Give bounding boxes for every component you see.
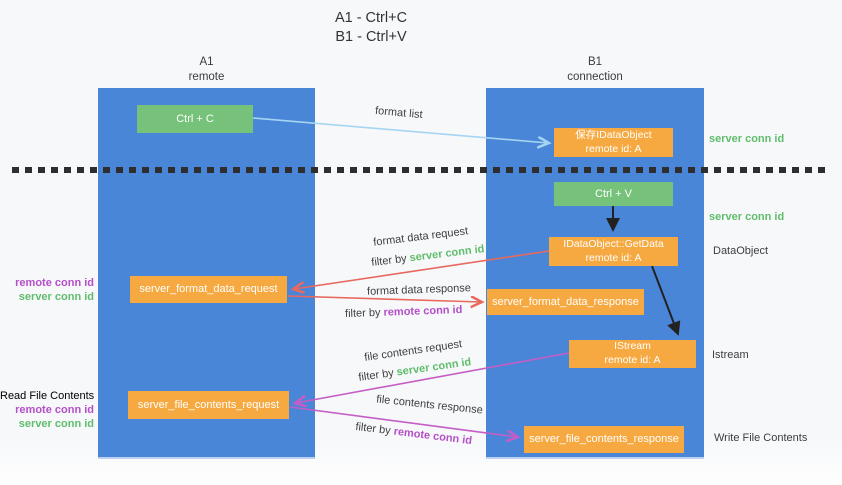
node-getdata-line2: remote id: A (585, 251, 642, 264)
node-save-dataobject: 保存IDataObject remote id: A (554, 128, 673, 157)
annotation-remote-conn-id: remote conn id (15, 404, 94, 416)
node-ctrl-c: Ctrl + C (137, 105, 253, 133)
title-line-2: B1 - Ctrl+V (335, 29, 407, 46)
filter-key-remote-conn-id: remote conn id (392, 425, 473, 448)
lane-a1-subtitle: remote (188, 70, 225, 83)
node-server-format-data-request: server_format_data_request (130, 276, 287, 303)
annotation-server-conn-id-mid: server conn id (709, 211, 785, 223)
node-save-dataobject-line2: remote id: A (585, 142, 642, 155)
lane-header-b1: B1 connection (486, 55, 704, 85)
diagram-title: A1 - Ctrl+C B1 - Ctrl+V (281, 9, 461, 47)
filter-prefix: filter by (357, 367, 395, 384)
lane-a1-name: A1 (199, 56, 214, 68)
lane-b1-subtitle: connection (567, 70, 623, 83)
node-save-dataobject-line1: 保存IDataObject (575, 128, 652, 141)
node-istream-line2: remote id: A (604, 354, 661, 366)
annotation-server-conn-id-top: server conn id (709, 133, 785, 145)
annotation-read-file-label: Read File Contents (0, 390, 95, 402)
filter-prefix: filter by (344, 306, 381, 321)
filter-key-server-conn-id: server conn id (408, 243, 486, 265)
annotation-format-conn-ids: remote conn id server conn id (2, 276, 94, 304)
annotation-read-file-contents: Read File Contents remote conn id server… (0, 389, 94, 431)
edge-label-format-data-request: format data request (372, 225, 469, 249)
edge-label-format-data-response: format data response (366, 282, 472, 298)
node-istream: IStream remote id: A (569, 340, 696, 368)
node-file-response-label: server_file_contents_response (529, 433, 679, 446)
node-file-request-label: server_file_contents_request (137, 398, 280, 411)
lane-b1-name: B1 (587, 56, 603, 68)
filter-key-server-conn-id: server conn id (395, 356, 473, 379)
annotation-remote-conn-id: remote conn id (15, 277, 94, 289)
node-ctrl-v: Ctrl + V (554, 182, 673, 206)
annotation-server-conn-id: server conn id (18, 291, 94, 303)
lane-header-a1: A1 remote (98, 55, 315, 85)
node-idataobject-getdata: IDataObject::GetData remote id: A (549, 237, 678, 266)
title-line-1: A1 - Ctrl+C (334, 10, 408, 26)
node-istream-line1: IStream (614, 340, 651, 353)
filter-key-remote-conn-id: remote conn id (383, 303, 463, 319)
node-server-format-data-response: server_format_data_response (487, 289, 644, 315)
node-server-file-contents-response: server_file_contents_response (524, 426, 684, 453)
node-ctrl-v-label: Ctrl + V (595, 187, 632, 200)
node-format-request-label: server_format_data_request (139, 283, 278, 296)
annotation-istream: Istream (712, 349, 749, 361)
filter-prefix: filter by (370, 252, 408, 269)
edge-label-filter-file-response: filter by remote conn id (355, 421, 473, 447)
node-format-response-label: server_format_data_response (492, 295, 639, 308)
annotation-write-file-contents: Write File Contents (714, 432, 808, 444)
annotation-server-conn-id: server conn id (18, 418, 94, 430)
node-getdata-line1: IDataObject::GetData (563, 237, 664, 250)
edge-label-file-contents-response: file contents response (375, 393, 484, 417)
annotation-dataobject: DataObject (713, 245, 769, 257)
session-divider-dashed-line (12, 167, 826, 173)
edge-label-format-list: format list (374, 104, 424, 122)
node-server-file-contents-request: server_file_contents_request (128, 391, 289, 419)
edge-label-filter-format-response: filter by remote conn id (345, 304, 463, 320)
filter-prefix: filter by (354, 420, 392, 438)
node-ctrl-c-label: Ctrl + C (176, 112, 214, 125)
